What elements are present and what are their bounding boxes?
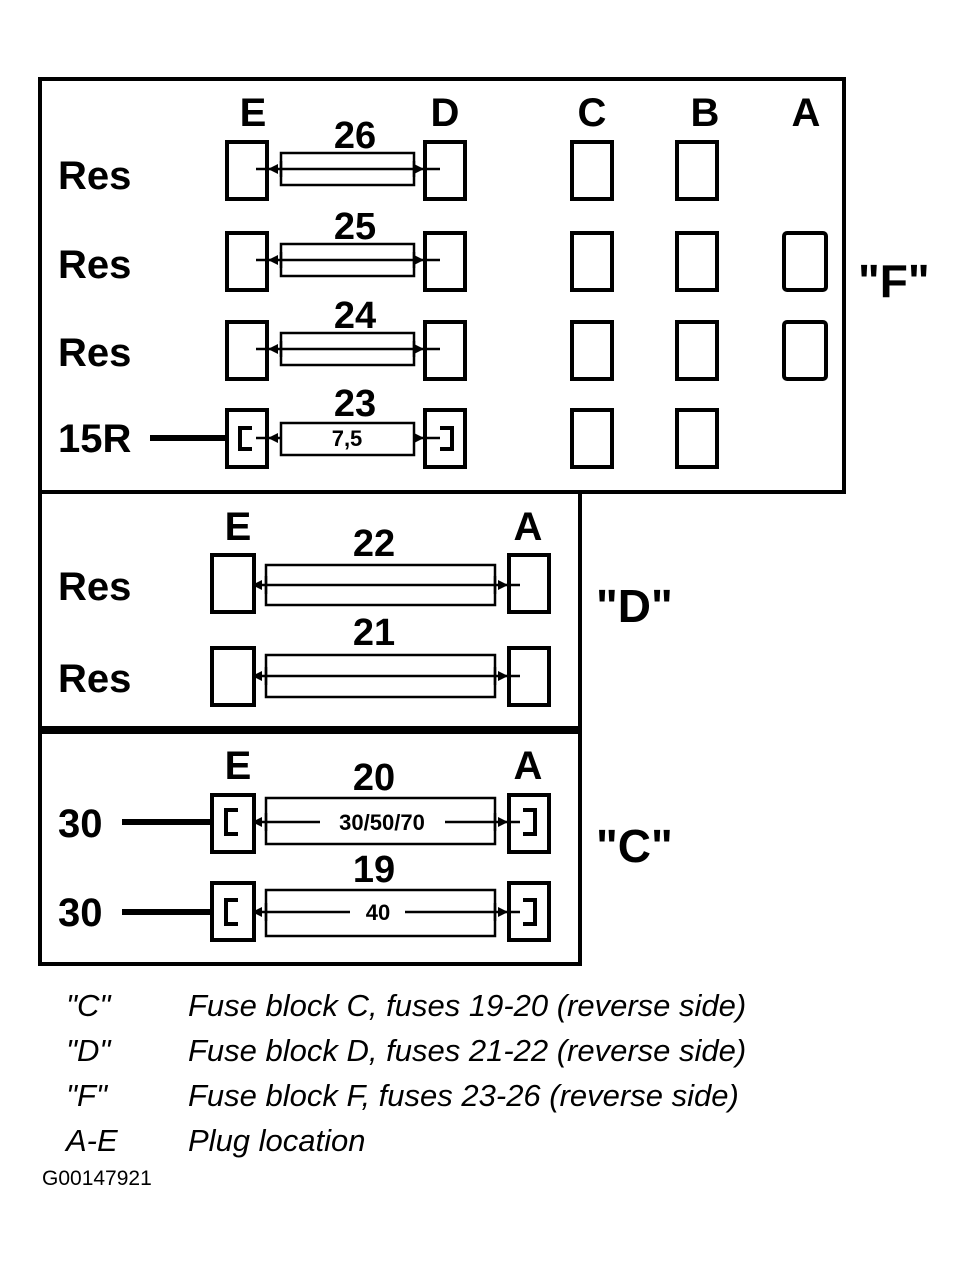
legend-key: "F" (66, 1078, 107, 1113)
terminal-label: 30 (58, 802, 103, 846)
plug-label-a: A (792, 91, 821, 135)
terminal-label: Res (58, 657, 131, 701)
legend-key: "C" (66, 988, 111, 1023)
plug-b-row-25 (675, 231, 719, 292)
fuse-rating: 30/50/70 (339, 810, 425, 835)
plug-b-row-26 (675, 140, 719, 201)
legend-text: Fuse block C, fuses 19-20 (reverse side) (188, 988, 747, 1023)
fuse-22 (210, 553, 551, 614)
plug-c-row-23 (570, 408, 614, 469)
plug-c-row-24 (570, 320, 614, 381)
plug-c-row-26 (570, 140, 614, 201)
fuse-24 (225, 320, 467, 381)
block-label-c: "C" (596, 820, 673, 872)
fuse-number: 25 (334, 206, 376, 248)
plug-label-e: E (240, 91, 267, 135)
fuse-block-d-outline (38, 490, 582, 730)
fuse-number: 21 (353, 612, 395, 654)
terminal-label: 15R (58, 417, 131, 461)
reference-code: G00147921 (42, 1167, 152, 1190)
fuse-number: 19 (353, 849, 395, 891)
plug-label-a: A (514, 505, 543, 549)
block-label-d: "D" (596, 580, 673, 632)
plug-label-e: E (225, 744, 252, 788)
terminal-label: Res (58, 331, 131, 375)
fuse-rating: 7,5 (332, 426, 363, 451)
terminal-label: Res (58, 565, 131, 609)
fuse-number: 22 (353, 523, 395, 565)
legend-text: Fuse block F, fuses 23-26 (reverse side) (188, 1078, 739, 1113)
plug-b-row-24 (675, 320, 719, 381)
legend-key: A-E (66, 1123, 118, 1158)
fuse-number: 20 (353, 757, 395, 799)
legend-key: "D" (66, 1033, 111, 1068)
plug-label-e: E (225, 505, 252, 549)
fuse-25 (225, 231, 467, 292)
legend-text: Fuse block D, fuses 21-22 (reverse side) (188, 1033, 747, 1068)
terminal-label: Res (58, 243, 131, 287)
terminal-label: Res (58, 154, 131, 198)
fuse-21 (210, 646, 551, 707)
legend-text: Plug location (188, 1123, 366, 1158)
plug-c-row-25 (570, 231, 614, 292)
plug-a-row-25 (782, 231, 828, 292)
plug-b-row-23 (675, 408, 719, 469)
block-label-f: "F" (858, 255, 930, 307)
plug-a-row-24 (782, 320, 828, 381)
plug-label-d: D (431, 91, 460, 135)
fuse-26 (225, 140, 467, 201)
fuse-rating: 40 (366, 900, 390, 925)
plug-label-a: A (514, 744, 543, 788)
fuse-number: 23 (334, 383, 376, 425)
plug-label-b: B (691, 91, 720, 135)
fuse-number: 26 (334, 115, 376, 157)
terminal-label: 30 (58, 891, 103, 935)
plug-label-c: C (578, 91, 607, 135)
fuse-number: 24 (334, 295, 376, 337)
fuse-block-c-outline (38, 730, 582, 966)
